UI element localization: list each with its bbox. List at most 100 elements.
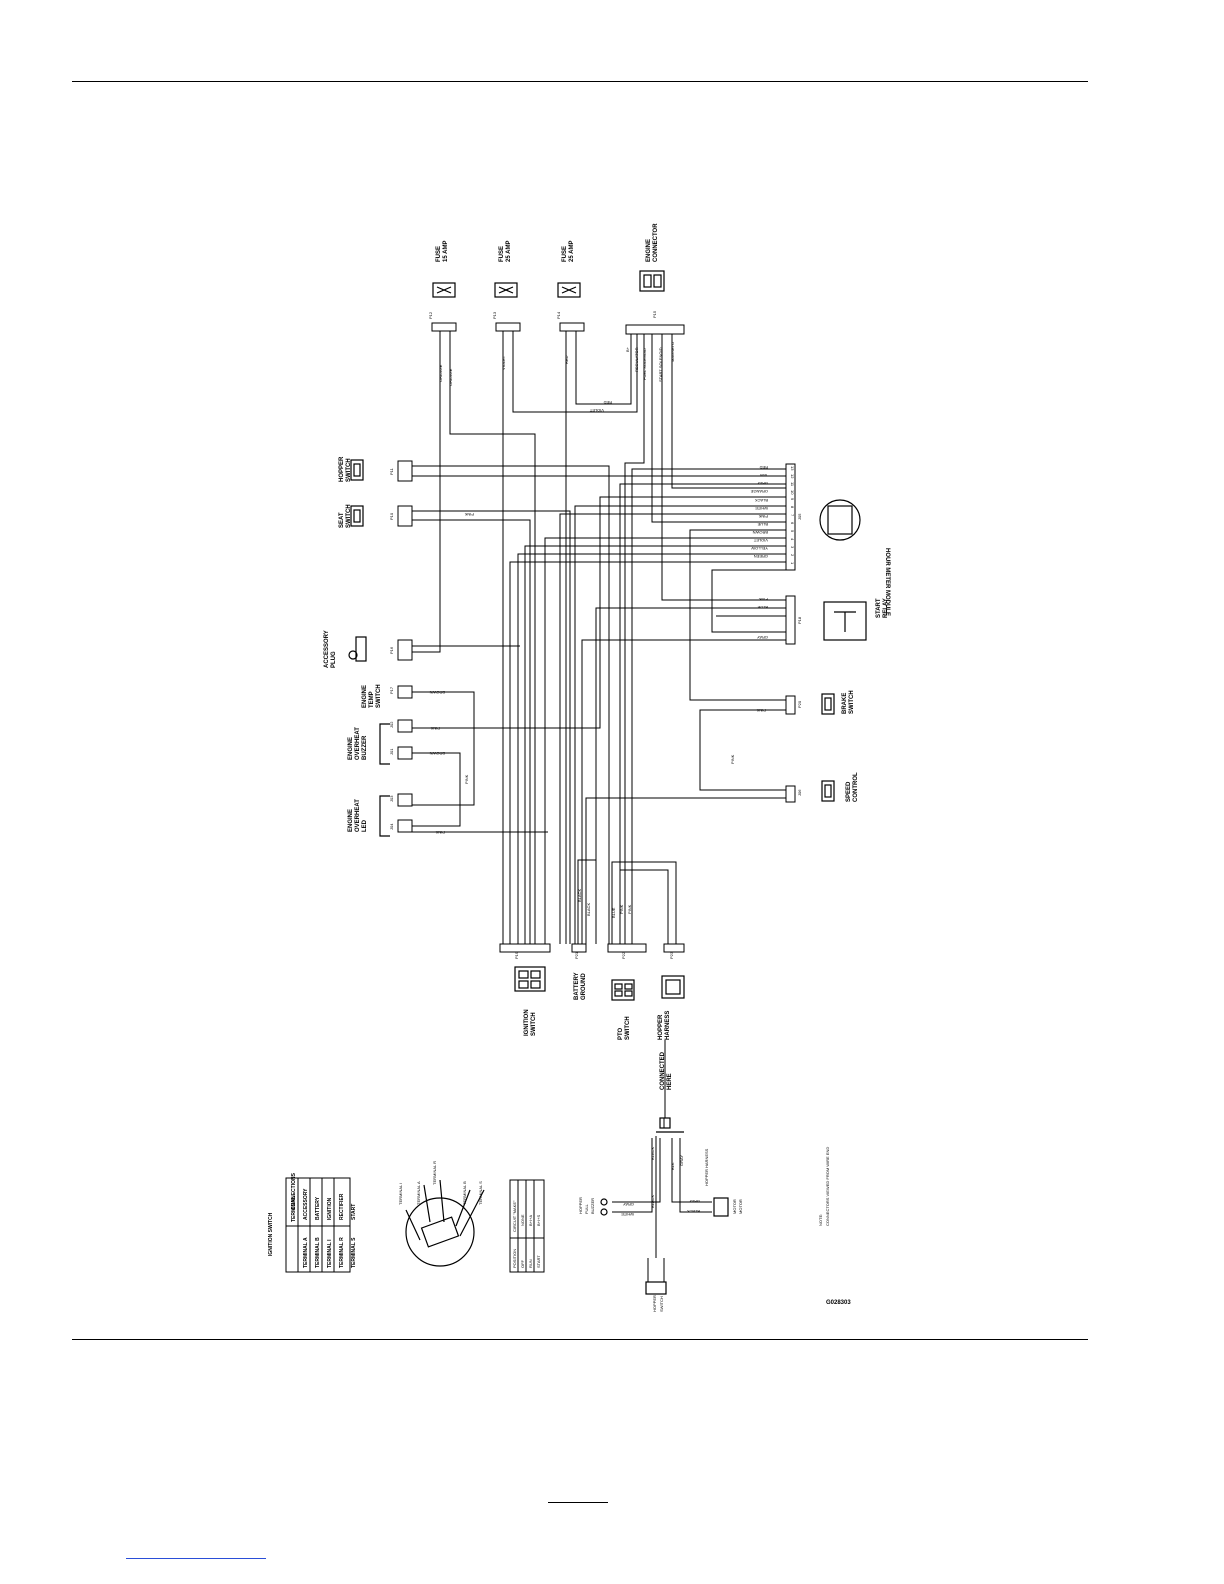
engine-overheat-led-label-line-1: OVERHEAT xyxy=(355,799,361,832)
brake-switch-symbol xyxy=(821,693,835,715)
ignition-table-terminal-cell: TERMINAL S xyxy=(351,1237,357,1268)
seat-pink-label: PINK xyxy=(464,512,474,517)
wire-violet-label: VIOLET xyxy=(501,355,506,370)
ignition-terminal-label: TERMINAL S xyxy=(478,1181,483,1205)
motor-label-line-0: MOTOR xyxy=(732,1199,737,1214)
engine-pin-label: B+ xyxy=(625,346,630,352)
connector-p15 xyxy=(625,324,685,335)
fuse-25a-label-line-1: 25 AMP xyxy=(506,241,512,262)
hour-meter-pin-label: 5 xyxy=(790,530,795,533)
footer-link-underline[interactable] xyxy=(126,1558,266,1559)
engine-overheat-buzzer-label-line-0: ENGINE xyxy=(348,737,354,760)
connector-id-label: J02 xyxy=(389,721,394,728)
brake-switch-label-line-1: SWITCH xyxy=(849,690,855,714)
connector-id-label: P16 xyxy=(389,646,394,654)
ignition-table-connection-cell: ACCESSORY xyxy=(303,1188,309,1220)
hour-meter-wire-label: GRAY xyxy=(757,481,768,486)
hopper-wire-label: GRAY xyxy=(623,1202,634,1207)
connector-id-label: P11 xyxy=(389,467,394,475)
hour-meter-pin-label: 2 xyxy=(790,554,795,557)
hour-meter-pin-label: 1 xyxy=(790,562,795,565)
connector-id-label: P19 xyxy=(514,951,519,959)
pto-switch-symbol xyxy=(611,979,635,1001)
connector-p23 xyxy=(607,943,647,953)
ignition-table-terminal-cell: TERMINAL I xyxy=(327,1239,333,1268)
position-table-position-cell: OFF xyxy=(520,1259,525,1268)
wire-orange-label: ORANGE xyxy=(438,364,443,382)
ignition-table-terminal-cell: TERMINAL A xyxy=(303,1237,309,1268)
accessory-plug-label-line-0: ACCESSORY xyxy=(324,630,330,668)
ignition-table-title: IGNITION SWITCH xyxy=(268,1212,274,1256)
brake-pink-label: PINK xyxy=(756,708,766,713)
position-table-position-cell: START xyxy=(536,1255,541,1268)
connector-p20 xyxy=(785,595,796,645)
speed-control-label-line-0: SPEED xyxy=(846,781,852,802)
hopper-switch-bottom-label-line-1: SWITCH xyxy=(659,1296,664,1312)
ignition-table-connection-cell: BATTERY xyxy=(315,1196,321,1220)
connector-p18 xyxy=(785,463,796,571)
hopper-harness-junction xyxy=(656,1117,684,1133)
battery-ground-label-line-0: BATTERY xyxy=(574,972,580,1000)
hour-meter-wire-label: YELLOW xyxy=(751,546,768,551)
ignition-switch-label-line-0: IGNITION xyxy=(524,1009,530,1036)
hopper-wire-label: BLACK xyxy=(650,1195,655,1208)
hopper-harness-symbol xyxy=(661,975,685,999)
start-relay-symbol xyxy=(823,601,867,641)
connector-p12 xyxy=(431,322,457,332)
wire-orange-label-2: ORANGE xyxy=(448,368,453,386)
hopper-switch-symbol xyxy=(350,459,364,481)
hour-meter-pin-label: 4 xyxy=(790,538,795,541)
fuse-15-label-line-1: 15 AMP xyxy=(443,241,449,262)
hour-meter-wire-label: VIOLET xyxy=(753,538,768,543)
top-rule xyxy=(72,81,1088,82)
fuse-25b-symbol xyxy=(557,282,581,298)
engine-temp-switch-label-line-1: TEMP xyxy=(369,691,375,708)
connector-p24 xyxy=(663,943,685,953)
hour-meter-pin-label: 10 xyxy=(790,490,795,495)
engine-connector-label-line-1: CONNECTOR xyxy=(653,223,659,262)
start-relay-label-line-0: START xyxy=(876,598,882,618)
position-table-header-circuit: CIRCUIT "MAKE" xyxy=(512,1200,517,1232)
hour-meter-wire-label: BLACK xyxy=(755,498,768,503)
accessory-plug-label-line-1: PLUG xyxy=(331,651,337,668)
connector-p21 xyxy=(499,943,551,953)
hopper-harness-text: HOPPER HARNESS xyxy=(704,1148,709,1186)
hour-meter-pin-label: 6 xyxy=(790,522,795,525)
buzzer-pink-label: PINK xyxy=(430,726,440,731)
engine-pin-label: FUEL SOLENOID xyxy=(642,348,647,380)
wires xyxy=(412,331,786,1282)
hopper-full-buzzer-label-line-0: HOPPER xyxy=(578,1197,583,1214)
buzzer-brown-label: BROWN xyxy=(430,751,445,756)
connector-id-label: P22 xyxy=(621,951,626,959)
hour-meter-pin-label: 9 xyxy=(790,498,795,501)
hopper-switch-bottom-label-line-0: HOPPER xyxy=(652,1295,657,1312)
note-label: CONNECTORS VIEWED FROM WIRE END xyxy=(825,1147,830,1226)
connector-j04 xyxy=(397,793,413,807)
temp-brown-label: BROWN xyxy=(430,690,445,695)
ignition-table-header-connections: CONNECTIONS xyxy=(291,1172,297,1210)
led-pink-vertical-label: PINK xyxy=(464,774,469,784)
connector-id-label: P14 xyxy=(556,311,561,319)
pto-pink-label: PINK xyxy=(619,904,624,914)
buzzer-bracket xyxy=(379,723,390,765)
connector-j06 xyxy=(785,695,796,715)
position-table-circuit-cell: NONE xyxy=(520,1214,525,1226)
hopper-full-buzzer-label-line-2: BUZZER xyxy=(590,1198,595,1214)
relay-wire-label: BLUE xyxy=(757,605,768,610)
position-table-grid xyxy=(509,1179,545,1273)
seat-switch-symbol xyxy=(350,505,364,527)
ignition-table-connection-cell: RECTIFIER xyxy=(339,1193,345,1220)
hopper-wire-label: BLK xyxy=(670,1162,675,1170)
hour-meter-wire-label: PINK xyxy=(758,514,768,519)
connector-id-label: J06 xyxy=(797,789,802,796)
brake-switch-label-line-0: BRAKE xyxy=(842,693,848,714)
hour-meter-wire-label: WHITE xyxy=(755,506,768,511)
connector-j02 xyxy=(397,685,413,699)
led-bracket xyxy=(379,795,390,837)
ignition-terminal-label: TERMINAL R xyxy=(432,1161,437,1185)
hour-meter-pin-label: 11 xyxy=(790,482,795,487)
hour-meter-pin-label: 13 xyxy=(790,466,795,471)
hour-meter-wire-label: BLUE xyxy=(757,522,768,527)
hopper-wire-label: GRAY xyxy=(689,1199,700,1204)
